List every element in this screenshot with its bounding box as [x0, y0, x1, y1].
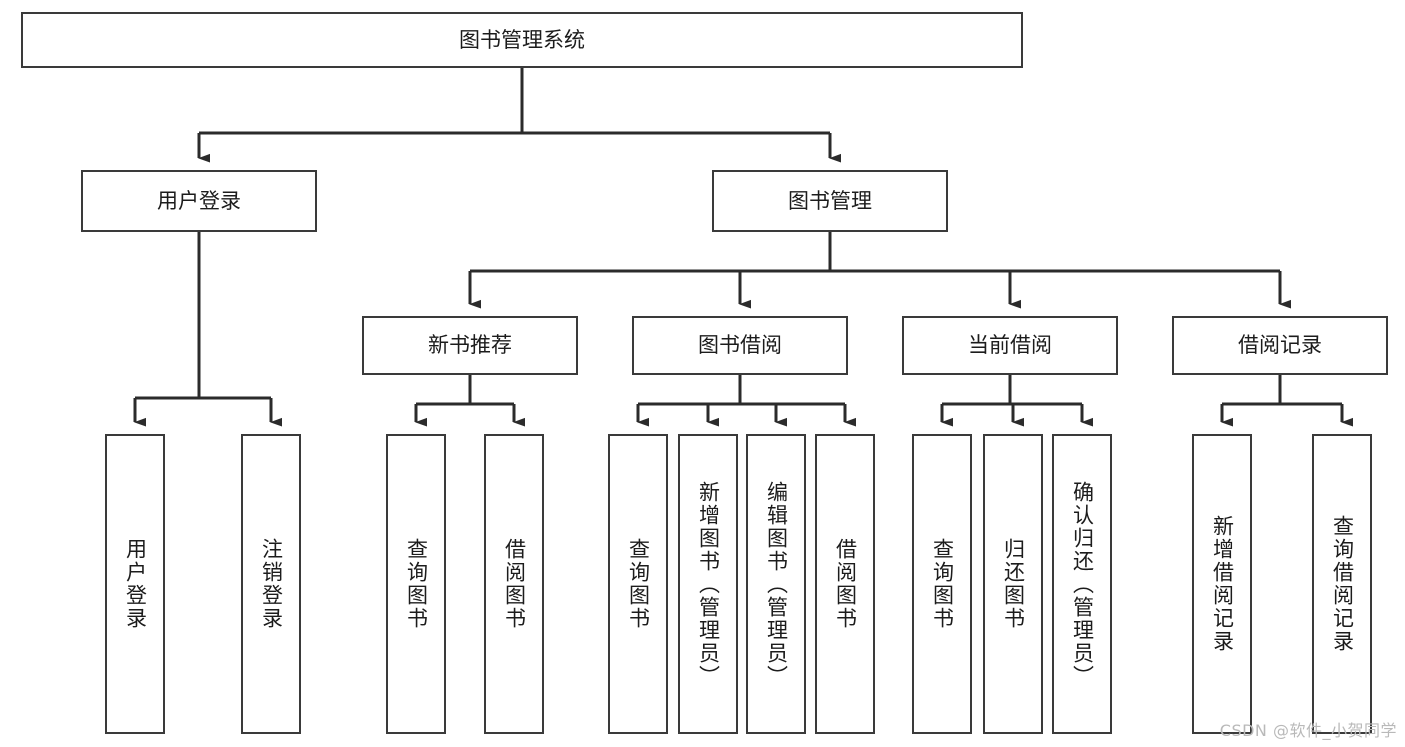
watermark-text: CSDN @软件_小贺同学: [1219, 721, 1397, 740]
node-current-borrowing-label: 当前借阅: [968, 333, 1052, 358]
leaf-query-books-current[interactable]: 查询图书: [912, 434, 972, 734]
leaf-add-borrow-record-label: 新增借阅记录: [1210, 515, 1235, 653]
node-book-borrowing[interactable]: 图书借阅: [632, 316, 848, 375]
node-root[interactable]: 图书管理系统: [21, 12, 1023, 68]
leaf-confirm-return-admin-label: 确认归还（管理员）: [1070, 480, 1095, 688]
node-current-borrowing[interactable]: 当前借阅: [902, 316, 1118, 375]
leaf-query-books-borrowing-label: 查询图书: [626, 538, 651, 630]
leaf-logout-label: 注销登录: [259, 538, 284, 630]
node-user-login[interactable]: 用户登录: [81, 170, 317, 232]
leaf-query-books-current-label: 查询图书: [930, 538, 955, 630]
leaf-add-book-admin-label: 新增图书（管理员）: [696, 480, 721, 688]
leaf-return-books-label: 归还图书: [1001, 538, 1026, 630]
leaf-edit-book-admin-label: 编辑图书（管理员）: [764, 480, 789, 688]
leaf-query-borrow-record-label: 查询借阅记录: [1330, 515, 1355, 653]
leaf-borrow-books-recommendation[interactable]: 借阅图书: [484, 434, 544, 734]
leaf-query-books-recommendation[interactable]: 查询图书: [386, 434, 446, 734]
node-borrowing-records[interactable]: 借阅记录: [1172, 316, 1388, 375]
node-new-book-recommendation[interactable]: 新书推荐: [362, 316, 578, 375]
node-user-login-label: 用户登录: [157, 188, 241, 213]
leaf-borrow-books-recommendation-label: 借阅图书: [502, 538, 527, 630]
node-book-management-label: 图书管理: [788, 188, 872, 213]
node-borrowing-records-label: 借阅记录: [1238, 333, 1322, 358]
leaf-query-books-borrowing[interactable]: 查询图书: [608, 434, 668, 734]
leaf-add-book-admin[interactable]: 新增图书（管理员）: [678, 434, 738, 734]
leaf-add-borrow-record[interactable]: 新增借阅记录: [1192, 434, 1252, 734]
leaf-user-login[interactable]: 用户登录: [105, 434, 165, 734]
leaf-user-login-label: 用户登录: [123, 538, 148, 630]
leaf-logout[interactable]: 注销登录: [241, 434, 301, 734]
leaf-confirm-return-admin[interactable]: 确认归还（管理员）: [1052, 434, 1112, 734]
leaf-return-books[interactable]: 归还图书: [983, 434, 1043, 734]
leaf-borrow-books-borrowing-label: 借阅图书: [833, 538, 858, 630]
leaf-edit-book-admin[interactable]: 编辑图书（管理员）: [746, 434, 806, 734]
leaf-borrow-books-borrowing[interactable]: 借阅图书: [815, 434, 875, 734]
node-book-management[interactable]: 图书管理: [712, 170, 948, 232]
leaf-query-books-recommendation-label: 查询图书: [404, 538, 429, 630]
node-new-book-recommendation-label: 新书推荐: [428, 333, 512, 358]
leaf-query-borrow-record[interactable]: 查询借阅记录: [1312, 434, 1372, 734]
node-root-label: 图书管理系统: [459, 27, 585, 52]
node-book-borrowing-label: 图书借阅: [698, 333, 782, 358]
